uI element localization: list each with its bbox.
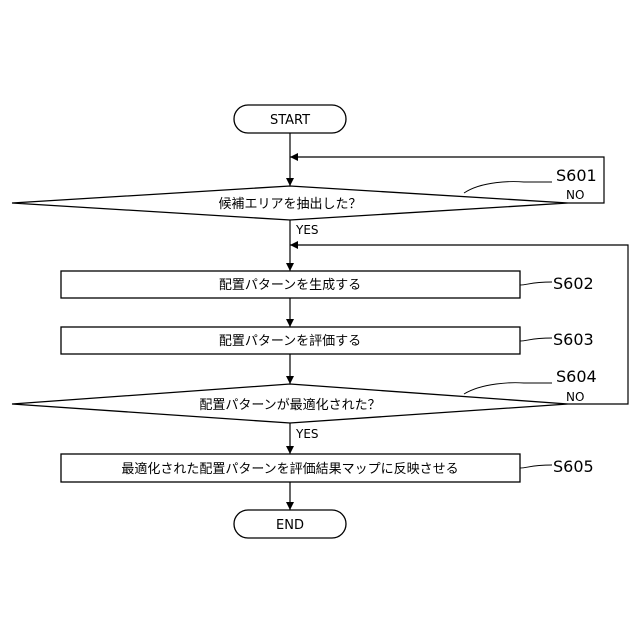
leader-s602 <box>520 282 552 285</box>
leader-s604 <box>464 383 552 394</box>
leader-s605 <box>520 465 552 468</box>
step-id-s601: S601 <box>556 166 597 185</box>
start-label: START <box>270 113 310 128</box>
step-id-s605: S605 <box>553 457 594 476</box>
leader-s603 <box>520 338 552 341</box>
yes-label-s604: YES <box>295 427 319 441</box>
step-id-s603: S603 <box>553 330 594 349</box>
end-label: END <box>276 518 304 533</box>
decision-s601-text: 候補エリアを抽出した？ <box>218 197 361 212</box>
no-label-s604: NO <box>566 390 584 404</box>
process-s602-text: 配置パターンを生成する <box>219 278 361 293</box>
process-s603-text: 配置パターンを評価する <box>219 334 361 349</box>
leader-s601 <box>464 182 552 193</box>
step-id-s604: S604 <box>556 367 597 386</box>
no-label-s601: NO <box>566 188 584 202</box>
process-s605-text: 最適化された配置パターンを評価結果マップに反映させる <box>121 461 458 477</box>
step-id-s602: S602 <box>553 274 594 293</box>
yes-label-s601: YES <box>295 223 319 237</box>
decision-s604-text: 配置パターンが最適化された？ <box>199 397 380 413</box>
